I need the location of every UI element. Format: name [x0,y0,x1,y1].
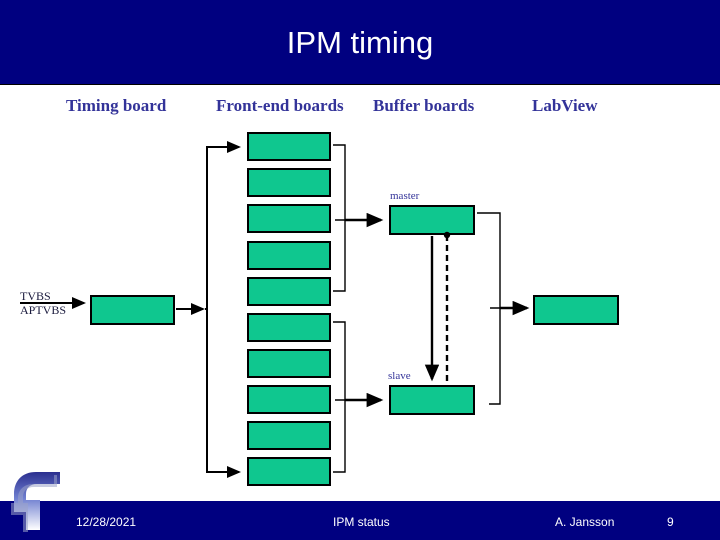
column-header-timing-board: Timing board [66,96,167,115]
wire-master-to-slave-trigger [443,231,451,385]
front-end-board-box [247,277,331,306]
input-label-aptvbs: APTVBS [20,303,67,317]
master-label: master [390,190,420,202]
front-end-board-box [247,132,331,161]
front-end-board-box [247,385,331,414]
wire-frontend-to-master [333,144,384,292]
footer-page-number: 9 [667,515,674,529]
front-end-board-box [247,313,331,342]
slide-title-bar: IPM timing [0,0,720,85]
fermilab-f-logo-icon [11,472,60,532]
front-end-board-box [247,204,331,233]
wire-buffer-to-labview [477,212,530,405]
slave-label: slave [388,370,411,382]
timing-board-box [90,295,175,325]
front-end-board-box [247,241,331,270]
input-label-tvbs: TVBS [20,289,51,303]
slide-footer-bar [0,501,720,540]
front-end-board-box [247,457,331,486]
wire-frontend-to-slave [333,321,384,473]
page-title: IPM timing [286,25,434,60]
wire-timing-to-frontend [176,141,241,478]
buffer-board-master-box [389,205,475,235]
column-header-buffer-boards: Buffer boards [373,96,475,115]
buffer-board-slave-box [389,385,475,415]
front-end-board-box [247,168,331,197]
footer-subject: IPM status [333,515,390,529]
column-header-labview: LabView [532,96,598,115]
labview-box [533,295,619,325]
column-header-front-end: Front-end boards [216,96,344,115]
footer-author: A. Jansson [555,515,615,529]
front-end-board-box [247,349,331,378]
footer-date: 12/28/2021 [76,515,137,529]
front-end-board-box [247,421,331,450]
